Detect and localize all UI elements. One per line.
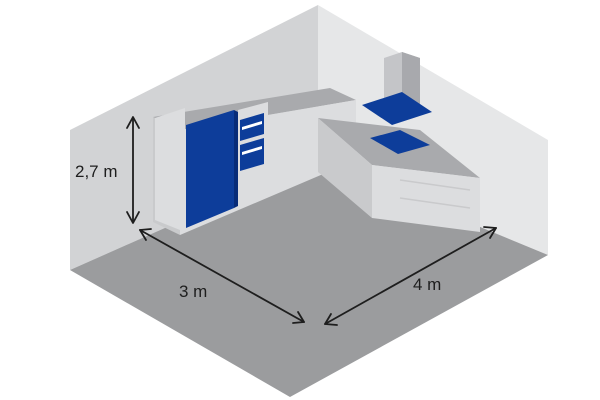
right-wall bbox=[318, 5, 548, 255]
range-hood-icon bbox=[362, 52, 432, 125]
oven-icon bbox=[240, 113, 264, 171]
height-label: 2,7 m bbox=[75, 162, 118, 181]
double-arrow-icon bbox=[126, 116, 497, 326]
right-counter-front bbox=[372, 165, 480, 232]
fridge-side bbox=[234, 110, 238, 208]
depth-label: 4 m bbox=[413, 275, 441, 294]
right-counter-side bbox=[318, 118, 372, 218]
tall-cabinet-front bbox=[155, 108, 185, 232]
drawer-line-1 bbox=[399, 179, 471, 191]
drawer-line-2 bbox=[399, 197, 471, 209]
cooktop-icon bbox=[370, 130, 430, 154]
fridge-icon bbox=[186, 110, 234, 228]
width-label: 3 m bbox=[179, 282, 207, 301]
